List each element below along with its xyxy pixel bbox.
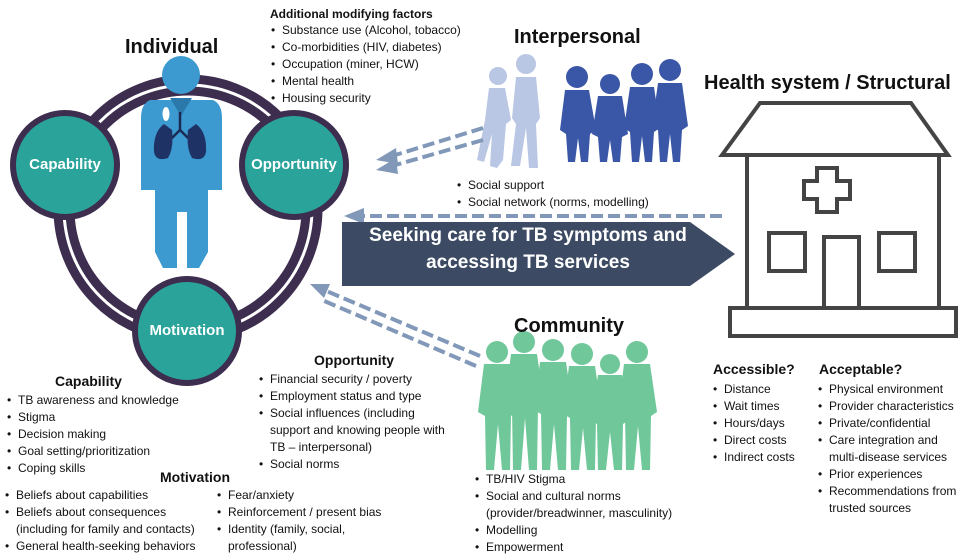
community-item: Modelling [474,522,734,539]
community-item: TB/HIV Stigma [474,471,734,488]
capability-circle [10,110,120,220]
acceptable-item: Care integration and multi-disease servi… [817,432,969,466]
motivation-item: Identity (family, social, professional) [216,521,406,555]
acceptable-item: Private/confidential [817,415,969,432]
accessible-title: Accessible? [713,361,795,377]
accessible-item: Distance [712,381,795,398]
community-item: Empowerment [474,539,734,556]
accessible-item: Hours/days [712,415,795,432]
acceptable-title: Acceptable? [819,361,903,377]
community-title: Community [514,315,624,337]
motivation-item: General health-seeking behaviors [4,538,219,555]
acceptable-item: Prior experiences [817,466,969,483]
arrowhead-interpersonal-upper [376,148,398,164]
opportunity-circle [239,110,349,220]
modifying-factor-item: Occupation (miner, HCW) [270,56,461,73]
modifying-factors-section: Additional modifying factors Substance u… [270,6,461,107]
capability-title: Capability [55,373,122,389]
dashed-arrow-community-upper [323,288,481,358]
opportunity-item: Social norms [258,456,458,473]
person-with-lungs-icon [141,56,222,268]
modifying-factors-list: Substance use (Alcohol, tobacco) Co-morb… [270,22,461,107]
capability-item: TB awareness and knowledge [6,392,179,409]
accessible-list: Distance Wait times Hours/days Direct co… [712,381,795,466]
accessible-item: Wait times [712,398,795,415]
opportunity-circle-label: Opportunity [251,156,337,173]
modifying-factor-item: Substance use (Alcohol, tobacco) [270,22,461,39]
motivation-item: Beliefs about consequences (including fo… [4,504,219,538]
interpersonal-group-icon [560,59,688,162]
interpersonal-item: Social network (norms, modelling) [456,194,649,211]
modifying-factor-item: Mental health [270,73,461,90]
motivation-circle [132,276,242,386]
community-list: TB/HIV Stigma Social and cultural norms … [474,471,734,556]
main-care-seeking-arrow [342,222,735,286]
interpersonal-title: Interpersonal [514,26,641,48]
health-system-title: Health system / Structural [704,72,951,94]
dashed-arrow-interpersonal-upper [391,126,484,158]
individual-title: Individual [125,36,219,58]
opportunity-title: Opportunity [314,352,395,368]
modifying-factors-title: Additional modifying factors [270,7,433,21]
accessible-item: Indirect costs [712,449,795,466]
capability-circle-label: Capability [29,156,101,173]
main-arrow-line-2: accessing TB services [426,252,630,273]
arrowhead-community [310,284,330,298]
modifying-factor-item: Housing security [270,90,461,107]
acceptable-list: Physical environment Provider characteri… [817,381,969,517]
community-item: Social and cultural norms (provider/brea… [474,488,734,522]
acceptable-item: Provider characteristics [817,398,969,415]
capability-item: Coping skills [6,460,179,477]
health-system-building-icon [718,101,958,338]
main-arrow-text: Seeking care for TB symptoms and accessi… [348,222,708,276]
arrowhead-health-system [344,208,364,224]
interpersonal-couple-icon [477,54,540,168]
motivation-title: Motivation [160,469,230,485]
opportunity-item: Employment status and type [258,388,458,405]
arrowhead-interpersonal-lower [376,158,398,174]
motivation-item: Reinforcement / present bias [216,504,406,521]
community-group-icon [478,331,657,470]
motivation-list-left: Beliefs about capabilities Beliefs about… [4,487,219,555]
interpersonal-list: Social support Social network (norms, mo… [456,177,649,211]
capability-item: Goal setting/prioritization [6,443,179,460]
capability-item: Stigma [6,409,179,426]
main-arrow-line-1: Seeking care for TB symptoms and [369,225,687,246]
dashed-arrow-community-lower [321,298,477,368]
motivation-circle-label: Motivation [149,322,225,339]
acceptable-item: Recommendations from trusted sources [817,483,969,517]
dashed-arrow-interpersonal-lower [391,138,484,168]
capability-list: TB awareness and knowledge Stigma Decisi… [6,392,179,477]
acceptable-item: Physical environment [817,381,969,398]
opportunity-item: Financial security / poverty [258,371,458,388]
modifying-factor-item: Co-morbidities (HIV, diabetes) [270,39,461,56]
capability-item: Decision making [6,426,179,443]
interpersonal-item: Social support [456,177,649,194]
accessible-item: Direct costs [712,432,795,449]
opportunity-list: Financial security / poverty Employment … [258,371,458,473]
motivation-item: Fear/anxiety [216,487,406,504]
motivation-list-right: Fear/anxiety Reinforcement / present bia… [216,487,406,555]
motivation-item: Beliefs about capabilities [4,487,219,504]
opportunity-item: Social influences (including support and… [258,405,458,456]
